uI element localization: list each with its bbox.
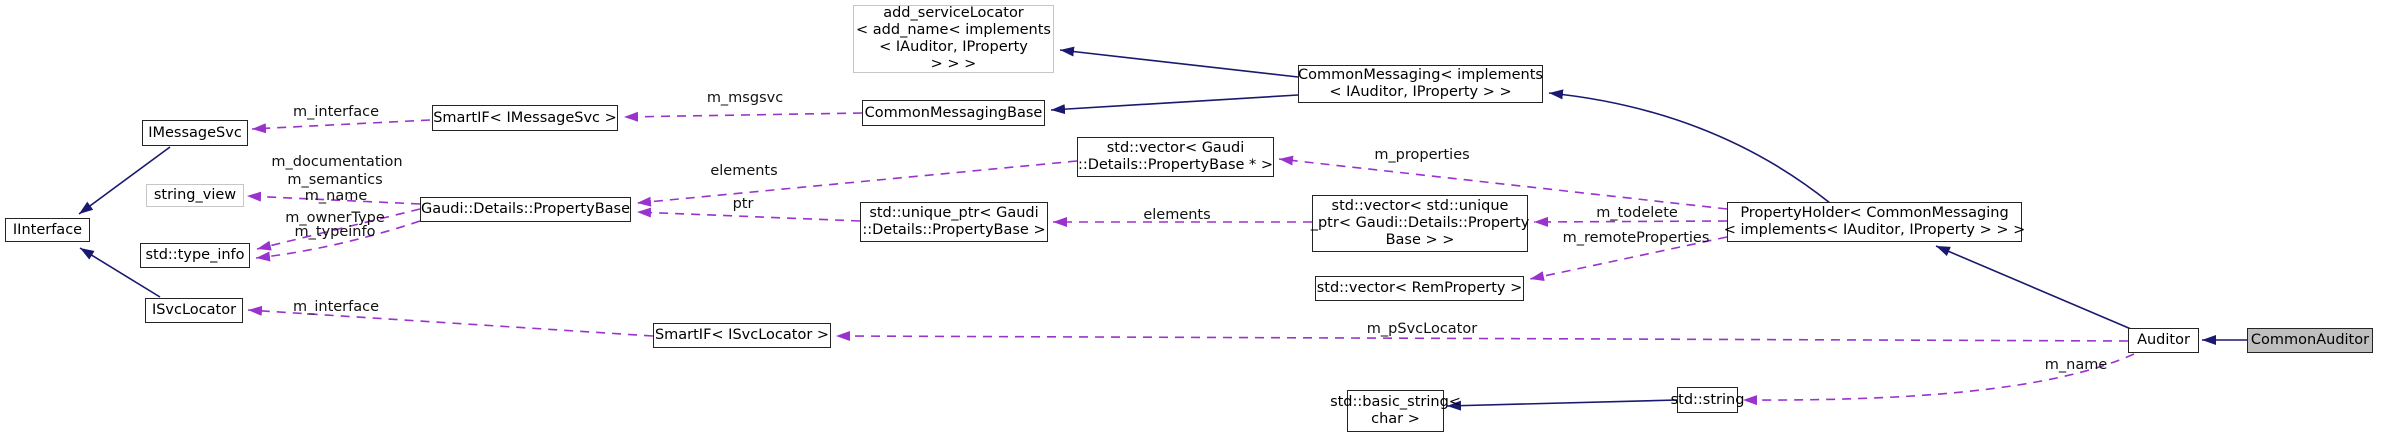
edge-commonmessagingbase-to-smartifmsg <box>623 111 863 122</box>
edge-label-m-name-property: m_name <box>304 188 368 204</box>
edge-label-m-typeinfo: m_typeinfo <box>294 224 376 240</box>
node-label: add_serviceLocator < add_name< implement… <box>856 5 1051 72</box>
node-label: std::vector< RemProperty > <box>1316 280 1523 296</box>
edge-propertybase-to-typeinfo-2 <box>255 220 421 262</box>
edge-propertyholder-to-commonmessaging <box>1548 89 1831 204</box>
edge-propertyholder-to-vectoruptr <box>1533 216 1728 227</box>
node-basic-string[interactable]: std::basic_string< char > <box>1330 390 1461 432</box>
node-label: ISvcLocator <box>151 302 237 318</box>
edge-auditor-to-stdstring <box>1742 353 2135 406</box>
edge-label-m-semantics: m_semantics <box>287 172 383 188</box>
node-label: std::vector< Gaudi ::Details::PropertyBa… <box>1077 140 1274 173</box>
edge-label-elements-uniqueptr: elements <box>1143 207 1211 223</box>
node-smartif-imessagesvc[interactable]: SmartIF< IMessageSvc > <box>432 105 618 131</box>
node-string-view: string_view <box>146 184 244 207</box>
node-label: Auditor <box>2137 332 2190 348</box>
node-label: CommonMessagingBase <box>864 104 1043 121</box>
node-label: std::basic_string< char > <box>1330 394 1461 427</box>
edge-propertyholder-to-vectorremproperty <box>1529 236 1728 281</box>
node-common-auditor: CommonAuditor <box>2247 328 2373 353</box>
node-common-messaging[interactable]: CommonMessaging< implements < IAuditor, … <box>1298 65 1543 103</box>
node-std-string[interactable]: std::string <box>1671 387 1744 413</box>
edge-commonmessaging-to-commonmessagingbase <box>1050 94 1299 115</box>
edge-label-m-psvclocator: m_pSvcLocator <box>1366 321 1478 337</box>
node-label: std::type_info <box>145 247 245 263</box>
node-vector-property-base-ptr[interactable]: std::vector< Gaudi ::Details::PropertyBa… <box>1077 137 1274 177</box>
node-smartif-isvclocator[interactable]: SmartIF< ISvcLocator > <box>653 323 831 348</box>
node-imessagesvc[interactable]: IMessageSvc <box>142 120 248 146</box>
edge-stdstring-to-basicstring <box>1446 399 1678 411</box>
node-common-messaging-base[interactable]: CommonMessagingBase <box>862 100 1045 126</box>
edge-label-m-ownertype: m_ownerType <box>285 210 385 226</box>
node-vector-rem-property[interactable]: std::vector< RemProperty > <box>1315 276 1524 301</box>
node-label: CommonAuditor <box>2250 332 2370 348</box>
edge-propertybase-to-stringview <box>246 191 421 205</box>
node-label: PropertyHolder< CommonMessaging < implem… <box>1723 205 2026 238</box>
node-label: string_view <box>153 187 237 203</box>
edge-label-ptr: ptr <box>732 196 754 212</box>
node-label: SmartIF< IMessageSvc > <box>433 109 617 126</box>
edge-label-m-interface-msgsvc: m_interface <box>292 104 380 120</box>
edge-smartifsvc-to-isvclocator <box>247 305 654 337</box>
edge-label-m-remoteproperties: m_remoteProperties <box>1562 230 1710 246</box>
edge-uniqueptr-to-propertybase <box>636 207 861 222</box>
edge-vectorpb-to-propertybase <box>636 160 1078 207</box>
node-label: IInterface <box>12 221 83 238</box>
node-property-holder[interactable]: PropertyHolder< CommonMessaging < implem… <box>1724 202 2025 242</box>
edge-auditor-to-smartifsvc <box>835 331 2129 342</box>
node-label: IMessageSvc <box>148 124 242 141</box>
node-auditor[interactable]: Auditor <box>2128 328 2199 353</box>
edge-auditor-to-propertyholder <box>1935 245 2132 330</box>
node-label: std::vector< std::unique _ptr< Gaudi::De… <box>1310 198 1530 248</box>
node-unique-ptr-property-base[interactable]: std::unique_ptr< Gaudi ::Details::Proper… <box>860 202 1048 242</box>
node-label: Gaudi::Details::PropertyBase <box>420 201 631 217</box>
edge-propertyholder-to-vectorpb <box>1278 155 1728 210</box>
node-label: CommonMessaging< implements < IAuditor, … <box>1298 67 1543 100</box>
node-iinterface[interactable]: IInterface <box>5 218 90 242</box>
edge-commonmessaging-to-addservicelocator <box>1059 46 1299 78</box>
node-vector-unique-ptr[interactable]: std::vector< std::unique _ptr< Gaudi::De… <box>1310 195 1530 252</box>
edge-label-m-interface-svclocator: m_interface <box>292 299 380 315</box>
edge-smartifmsg-to-imessagesvc <box>251 119 431 134</box>
node-add-servicelocator: add_serviceLocator < add_name< implement… <box>853 5 1054 73</box>
node-property-base[interactable]: Gaudi::Details::PropertyBase <box>420 197 631 222</box>
node-label: std::unique_ptr< Gaudi ::Details::Proper… <box>862 205 1046 238</box>
node-isvclocator[interactable]: ISvcLocator <box>145 298 243 323</box>
edge-label-m-todelete: m_todelete <box>1596 205 1678 221</box>
edge-label-elements-vector: elements <box>710 163 778 179</box>
node-std-type-info[interactable]: std::type_info <box>140 243 250 268</box>
edge-label-m-properties: m_properties <box>1374 147 1470 163</box>
edge-isvclocator-to-iinterface <box>79 247 161 298</box>
edge-propertybase-to-typeinfo-1 <box>256 208 421 251</box>
node-label: SmartIF< ISvcLocator > <box>654 327 830 343</box>
edge-label-m-name-auditor: m_name <box>2044 357 2108 373</box>
node-label: std::string <box>1670 391 1745 408</box>
edge-label-m-documentation: m_documentation <box>271 154 403 170</box>
edge-imessagesvc-to-iinterface <box>78 146 171 215</box>
edge-label-m-msgsvc: m_msgsvc <box>706 90 784 106</box>
